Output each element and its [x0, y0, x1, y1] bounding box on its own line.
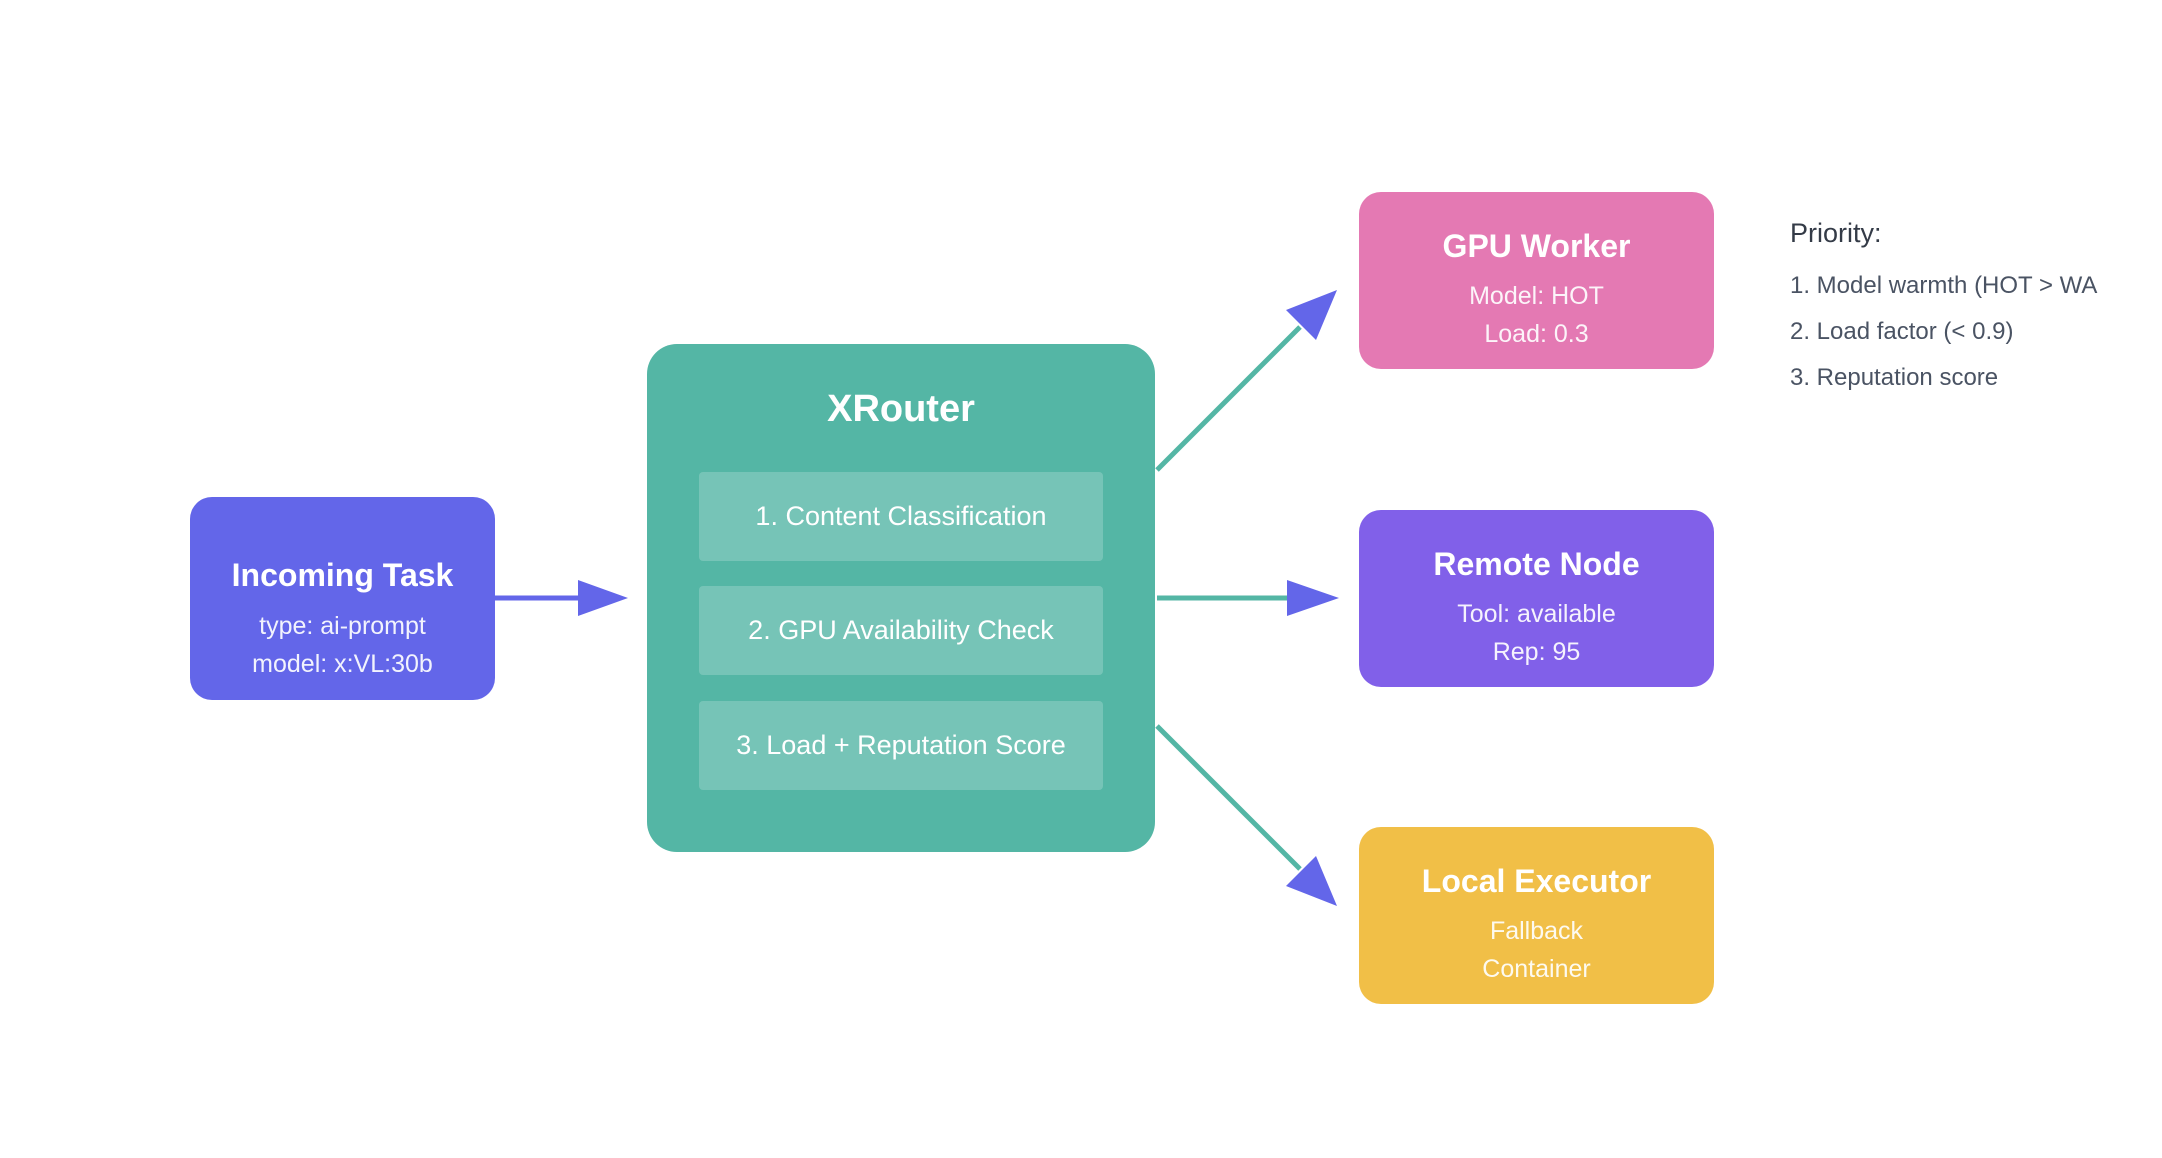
incoming-task-model: model: x:VL:30b: [252, 650, 433, 678]
remote-node-rep: Rep: 95: [1492, 638, 1581, 666]
arrowhead-router-to-remote-node: [1287, 580, 1339, 616]
gpu-worker-load: Load: 0.3: [1484, 320, 1589, 348]
router-step-load-reputation: 3. Load + Reputation Score: [699, 701, 1103, 790]
arrow-router-to-local-executor: [1155, 724, 1302, 871]
remote-node-tool: Tool: available: [1457, 600, 1616, 628]
arrowhead-router-to-local-executor: [1286, 856, 1337, 906]
gpu-worker-title: GPU Worker: [1442, 228, 1631, 264]
priority-title: Priority:: [1790, 218, 1882, 248]
router-step-content-classification: 1. Content Classification: [699, 472, 1103, 561]
priority-item-load-factor: 2. Load factor (< 0.9): [1790, 318, 2014, 345]
priority-legend: Priority: 1. Model warmth (HOT > WA 2. L…: [1790, 215, 2160, 401]
local-executor-title: Local Executor: [1421, 863, 1652, 899]
remote-node-title: Remote Node: [1433, 546, 1640, 582]
gpu-worker-box: GPU Worker Model: HOT Load: 0.3: [1359, 192, 1714, 369]
incoming-task-title: Incoming Task: [231, 557, 454, 593]
priority-item-model-warmth: 1. Model warmth (HOT > WA: [1790, 272, 2098, 299]
priority-item-reputation: 3. Reputation score: [1790, 364, 1999, 391]
local-executor-fallback: Fallback: [1489, 917, 1584, 945]
router-step-gpu-availability: 2. GPU Availability Check: [699, 586, 1103, 675]
incoming-task-type: type: ai-prompt: [259, 612, 426, 640]
local-executor-box: Local Executor Fallback Container: [1359, 827, 1714, 1004]
gpu-worker-model: Model: HOT: [1469, 282, 1604, 310]
remote-node-box: Remote Node Tool: available Rep: 95: [1359, 510, 1714, 687]
xrouter-title: XRouter: [827, 388, 975, 430]
xrouter-box: XRouter 1. Content Classification 2. GPU…: [647, 344, 1155, 852]
arrow-router-to-gpu-worker: [1155, 325, 1302, 472]
arrowhead-task-to-router: [578, 580, 628, 616]
incoming-task-box: Incoming Task type: ai-prompt model: x:V…: [190, 497, 495, 700]
local-executor-container: Container: [1482, 955, 1591, 983]
arrowhead-router-to-gpu-worker: [1286, 290, 1337, 340]
